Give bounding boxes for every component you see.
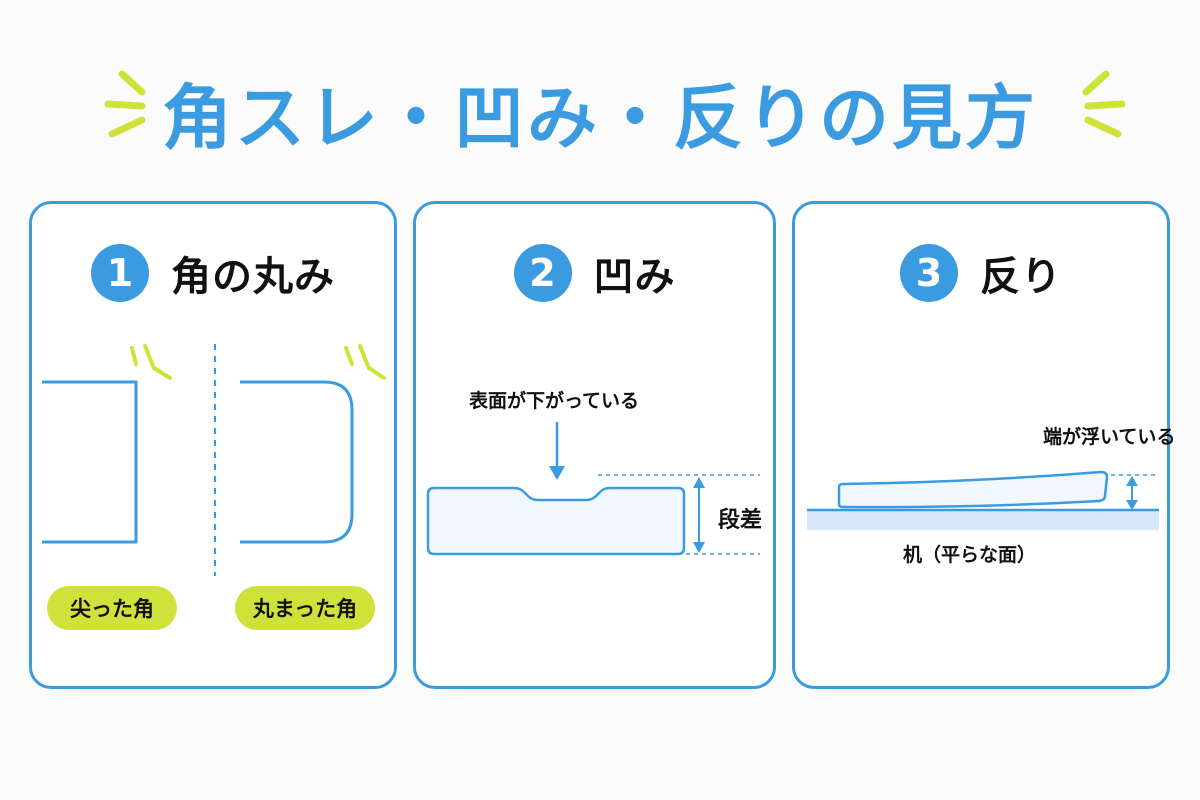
step-number-badge: 1 (91, 244, 149, 302)
warped-board-shape (837, 470, 1109, 509)
step-label: 段差 (718, 508, 763, 533)
desk-label: 机（平らな面） (903, 544, 1037, 566)
warp-illustration (807, 470, 1159, 530)
panel-heading: 反り (980, 254, 1062, 300)
rounded-corner-shape (240, 380, 354, 544)
panel-dent: 2 凹み 表面が下がっている 段差 (413, 201, 776, 689)
dent-illustration (426, 422, 760, 556)
sharp-corner-label: 尖った角 (47, 586, 177, 630)
dented-board-shape (426, 486, 686, 556)
page-title: 角スレ・凹み・反りの見方 (162, 77, 1038, 159)
step-number-badge: 2 (513, 244, 572, 302)
panel-corner-rounding: 1 角の丸み 尖った角 丸まった角 (29, 201, 397, 689)
corner-comparison-illustration (42, 344, 386, 576)
edge-note-label: 端が浮いている (1043, 426, 1176, 448)
left-spark-icon (104, 70, 146, 138)
desk-surface (807, 510, 1159, 530)
sharp-corner-shape (42, 380, 138, 544)
panel-header: 3 反り (795, 244, 1167, 302)
panel-header: 1 角の丸み (32, 244, 394, 302)
panel-heading: 角の丸み (171, 254, 335, 300)
lift-height-arrow-icon (1126, 476, 1138, 510)
rounded-corner-spark-icon (344, 344, 386, 380)
panel-header: 2 凹み (416, 244, 773, 302)
step-number-badge: 3 (900, 244, 958, 302)
arrow-note-label: 表面が下がっている (469, 390, 640, 412)
right-spark-icon (1082, 70, 1126, 138)
step-height-arrow-icon (693, 477, 705, 553)
panel-heading: 凹み (593, 254, 676, 300)
sharp-corner-spark-icon (130, 344, 172, 380)
panel-warp: 3 反り 端が浮いている 机（平らな面） (792, 201, 1175, 689)
rounded-corner-label: 丸まった角 (235, 586, 375, 630)
